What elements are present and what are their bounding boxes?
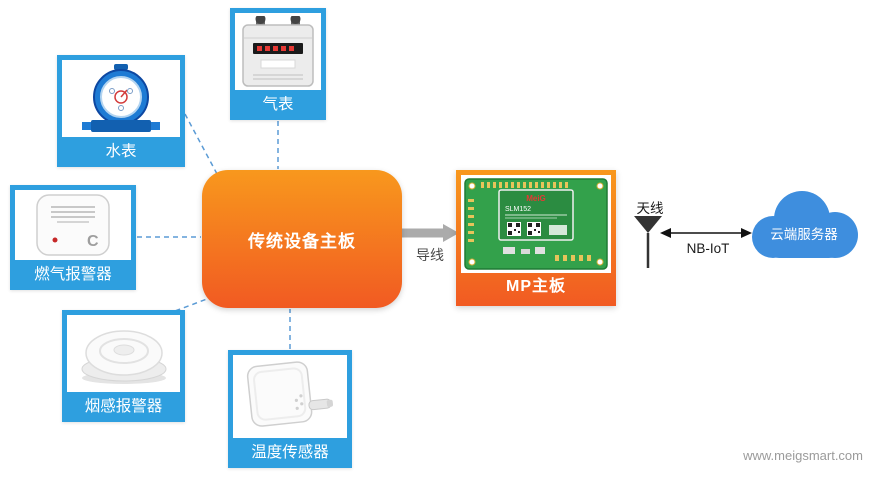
mp-board-label: MP主板 [505,278,566,295]
device-smoke-alarm: 烟感报警器 [62,310,185,422]
cloud-server: 云端服务器 [745,183,863,268]
antenna-icon [634,216,662,268]
device-temp-sensor: 温度传感器 [228,350,352,468]
traditional-main-board: 传统设备主板 [202,170,402,308]
temp-sensor-icon [246,360,334,427]
nbiot-arrow [660,228,752,238]
smoke-alarm-label: 烟感报警器 [84,398,163,415]
pcb-image: MeiG SLM152 [461,175,611,273]
pcb-model-text: SLM152 [505,206,531,213]
wire-arrow [402,224,459,242]
gas-meter-label: 气表 [262,96,294,113]
gas-meter-icon [242,15,314,87]
device-gas-alarm: C 燃气报警器 [10,185,136,290]
temp-sensor-label: 温度传感器 [251,444,329,461]
traditional-main-board-label: 传统设备主板 [248,231,356,251]
water-meter-image [62,60,180,137]
mp-board: MeiG SLM152 MP主板 [456,170,616,306]
smoke-alarm-icon [81,329,166,384]
cloud-server-label: 云端服务器 [770,227,838,242]
device-water-meter: 水表 [57,55,185,167]
device-gas-meter: 气表 [230,8,326,120]
temp-sensor-image [233,355,347,438]
water-meter-label: 水表 [105,143,137,160]
gas-alarm-label: 燃气报警器 [34,266,112,283]
gas-alarm-image: C [15,190,131,260]
watermark: www.meigsmart.com [743,448,863,463]
cloud-icon [752,191,858,258]
wire-label: 导线 [416,247,444,263]
svg-text:C: C [87,233,99,250]
nbiot-label: NB-IoT [686,241,730,256]
antenna-label: 天线 [636,201,664,216]
pcb-brand-text: MeiG [526,194,546,203]
gas-alarm-icon: C [36,194,110,256]
gas-meter-image [235,13,321,90]
smoke-alarm-image [67,315,180,392]
water-meter-icon [82,63,160,132]
